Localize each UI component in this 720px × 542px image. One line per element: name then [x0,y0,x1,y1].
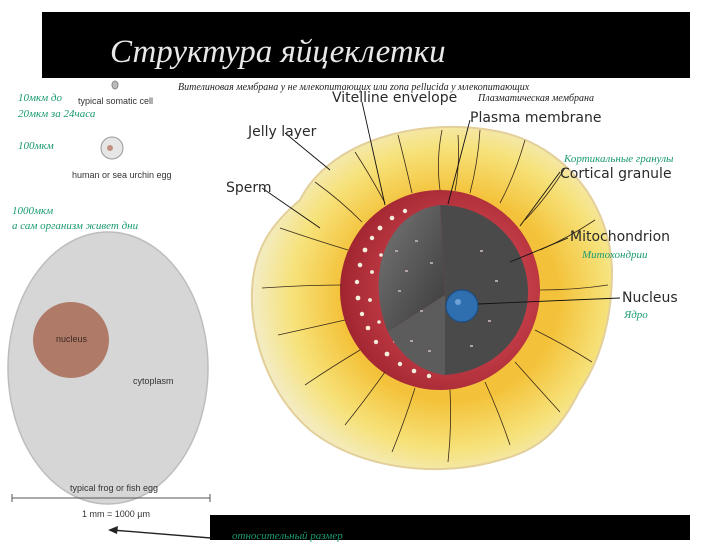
label-size-1000-note: а сам организм живет дни [12,220,138,232]
label-sperm-en: Sperm [226,180,272,196]
label-relative-size: относительный размер [232,530,343,542]
label-cytoplasm: cytoplasm [133,376,174,386]
label-nucleus-en: Nucleus [622,290,678,306]
label-vitelline-en: Vitelline envelope [332,90,457,106]
label-cortical-en: Cortical granule [560,166,672,182]
label-nucleus-ru: Ядро [624,309,648,321]
label-somatic-cell: typical somatic cell [78,96,153,106]
frog-egg-shape [8,232,208,504]
label-jelly-en: Jelly layer [248,124,316,140]
label-plasma-ru: Плазматическая мембрана [478,93,594,104]
label-frog-egg: typical frog or fish egg [70,483,158,493]
label-mito-ru: Митохондрии [582,249,648,261]
label-nucleus: nucleus [56,334,87,344]
label-human-egg: human or sea urchin egg [72,170,172,180]
label-plasma-en: Plasma membrane [470,110,601,126]
nucleus-shape [446,290,478,322]
label-mito-en: Mitochondrion [570,229,670,245]
label-cortical-ru: Кортикальные гранулы [564,153,673,165]
label-size-10: 10мкм до [18,92,62,104]
label-size-1000: 1000мкм [12,205,53,217]
somatic-cell-shape [112,81,118,89]
human-egg-nucleus-shape [107,145,113,151]
label-scale: 1 mm = 1000 µm [82,509,150,519]
label-size-100: 100мкм [18,140,54,152]
label-size-20: 20мкм за 24часа [18,108,95,120]
